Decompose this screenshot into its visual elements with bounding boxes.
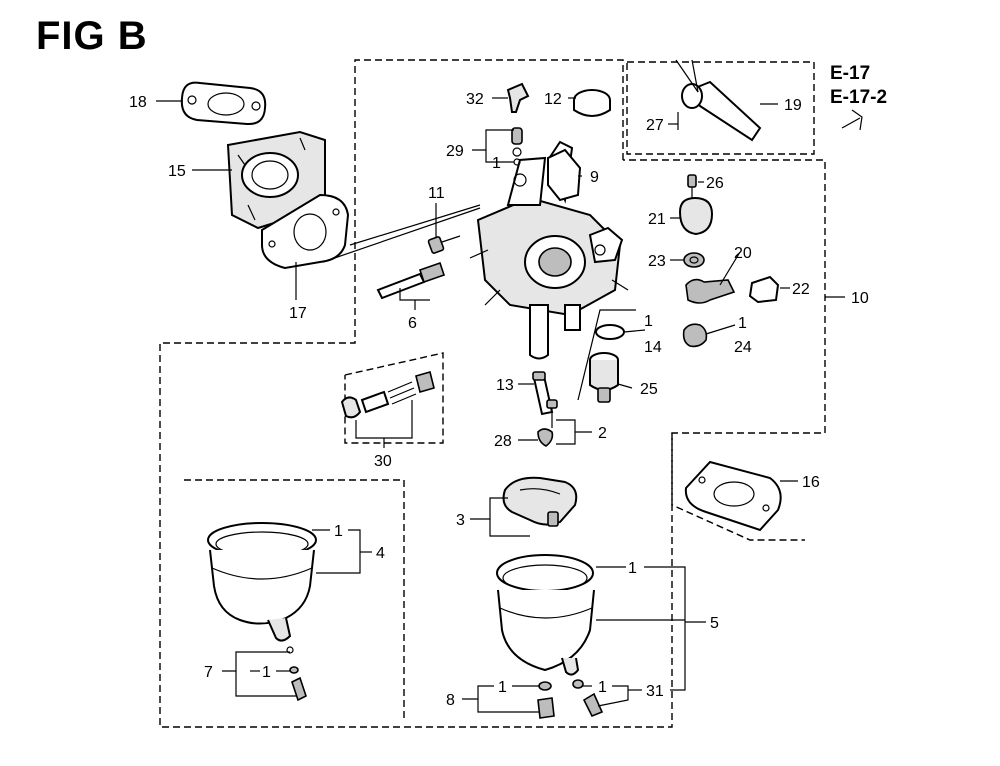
part-label: 1 — [492, 155, 501, 172]
bowl-kit-box — [184, 479, 405, 720]
reference-arrow — [841, 109, 863, 131]
screw-11 — [427, 235, 461, 254]
gasket-18 — [180, 81, 267, 126]
jet-28 — [537, 399, 558, 447]
part-label: 1 — [498, 679, 507, 696]
part-label: 4 — [376, 545, 385, 562]
float-bowl-4 — [207, 522, 317, 642]
part-label: 10 — [851, 290, 869, 307]
part-label: 28 — [494, 433, 512, 450]
part-label: 1 — [738, 315, 747, 332]
part-label: 1 — [262, 664, 271, 681]
bolt-31 — [572, 679, 604, 718]
nut-24 — [682, 323, 708, 348]
part-label: 6 — [408, 315, 417, 332]
part-label: 25 — [640, 381, 658, 398]
float-valve-20 — [685, 278, 736, 304]
part-label: 26 — [706, 175, 724, 192]
pilot-screw-29 — [511, 127, 523, 166]
part-label: 11 — [428, 185, 445, 202]
needle-kit-box — [344, 352, 444, 444]
o-ring-14 — [595, 324, 625, 340]
part-label: 32 — [466, 91, 484, 108]
part-label: 13 — [496, 377, 514, 394]
float-3 — [502, 476, 578, 527]
part-label: 22 — [792, 281, 810, 298]
clip-22 — [748, 275, 780, 304]
reference-code: E-17-2 — [830, 87, 888, 108]
part-label: 29 — [446, 143, 464, 160]
drain-screw-7 — [286, 646, 307, 702]
leader-lines — [156, 97, 845, 713]
assembly-boundaries — [159, 59, 826, 728]
drain-screw-8 — [537, 681, 555, 719]
part-label: 17 — [289, 305, 307, 322]
part-label: 27 — [646, 117, 664, 134]
gasket-16 — [684, 460, 782, 532]
part-label: 16 — [802, 474, 820, 491]
part-label: 30 — [374, 453, 392, 470]
throttle-lever-box — [626, 61, 815, 155]
figure-title: FIG B — [36, 14, 148, 58]
reference-code: E-17 — [830, 63, 871, 84]
float-bowl-5 — [496, 554, 595, 676]
part-label: 1 — [334, 523, 343, 540]
part-label: 21 — [648, 211, 666, 228]
gasket-box — [671, 433, 805, 541]
part-label: 8 — [446, 692, 455, 709]
screw-26 — [687, 174, 697, 198]
bracket-9 — [547, 148, 582, 202]
part-label: 19 — [784, 97, 802, 114]
part-label: 9 — [590, 169, 599, 186]
throttle-lever-19 — [675, 59, 762, 142]
screw-32 — [506, 82, 530, 113]
cover-21 — [678, 196, 714, 236]
carburetor-assembly-boundary — [159, 59, 826, 728]
main-jet-25 — [589, 352, 619, 403]
part-label: 18 — [129, 94, 147, 111]
cap-12 — [573, 89, 611, 117]
part-label: 15 — [168, 163, 186, 180]
part-label: 14 — [644, 339, 662, 356]
needle-6 — [376, 261, 446, 300]
part-number-labels: 18 15 17 11 6 32 12 29 1 9 27 19 26 21 2… — [129, 91, 869, 709]
part-label: 12 — [544, 91, 562, 108]
part-label: 23 — [648, 253, 666, 270]
part-label: 1 — [644, 313, 653, 330]
part-label: 31 — [646, 683, 664, 700]
part-label: 24 — [734, 339, 752, 356]
reference-codes: E-17 E-17-2 — [830, 62, 887, 110]
part-label: 1 — [598, 679, 607, 696]
carburetor-body — [469, 140, 629, 360]
part-label: 3 — [456, 512, 465, 529]
part-label: 20 — [734, 245, 752, 262]
gasket-17 — [261, 193, 350, 270]
part-label: 7 — [204, 664, 213, 681]
part-label: 5 — [710, 615, 719, 632]
washer-23 — [683, 252, 705, 268]
part-label: 1 — [628, 560, 637, 577]
screw-kit-30 — [340, 371, 435, 419]
part-label: 2 — [598, 425, 607, 442]
